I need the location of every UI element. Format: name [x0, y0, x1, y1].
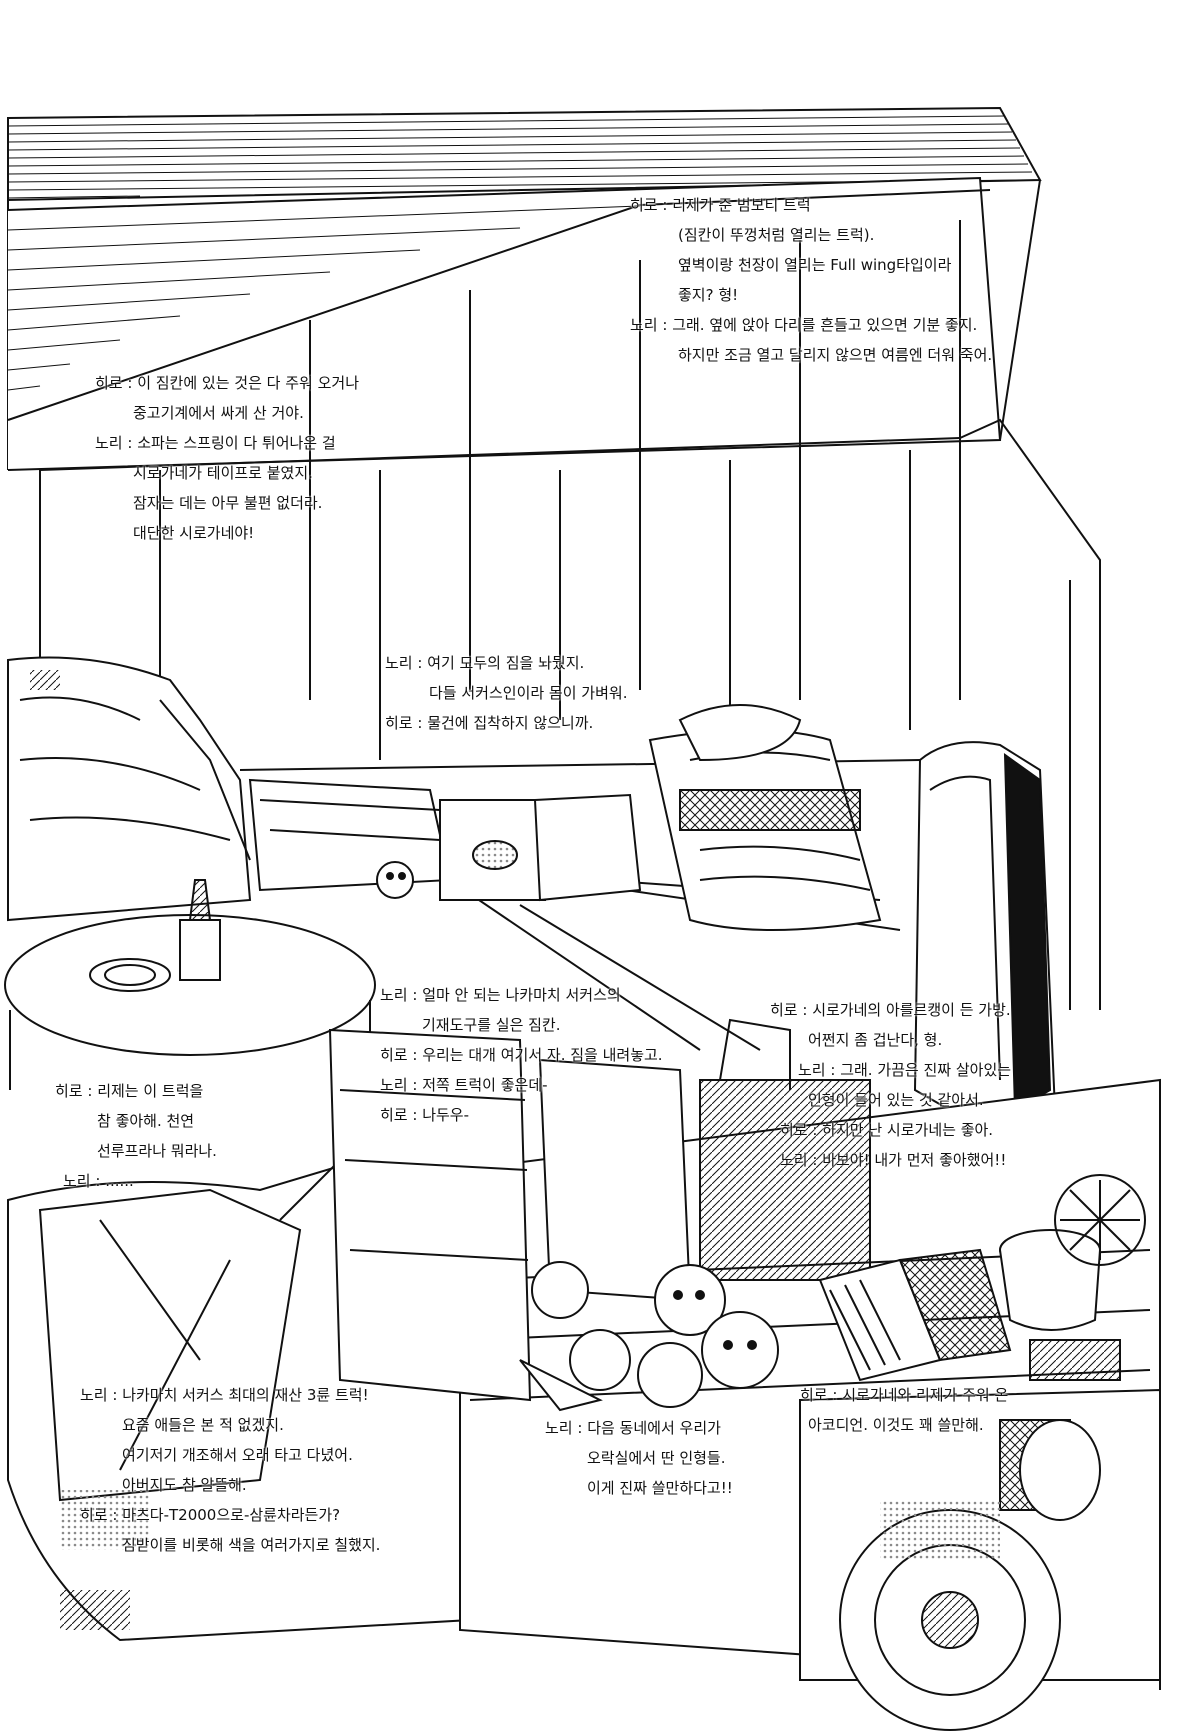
- caption-line: 잠자는 데는 아무 불편 없더라.: [133, 494, 323, 512]
- futon-stack: [648, 704, 882, 931]
- caption-line: 노리 : 그래. 가끔은 진짜 살아있는: [798, 1061, 1012, 1079]
- caption-line: 이게 진짜 쓸만하다고!!: [587, 1479, 733, 1497]
- caption-line: 노리 : 나카마치 서커스 최대의 재산 3륜 트럭!: [80, 1386, 369, 1404]
- caption-line: 히로 : 물건에 집착하지 않으니까.: [385, 714, 594, 732]
- caption-liese-truck: 히로 : 리제는 이 트럭을 참 좋아해. 천연 선루프라나 뭐라나. 노리 :…: [55, 1076, 217, 1196]
- caption-roof-truck: 히로 : 리제가 준 범보티 트럭 (짐칸이 뚜껑처럼 열리는 트럭). 옆벽이…: [630, 190, 992, 370]
- caption-line: 히로 : 나두우-: [380, 1106, 470, 1124]
- caption-junk: 히로 : 이 짐칸에 있는 것은 다 주워 오거나 중고기계에서 싸게 산 거야…: [95, 368, 359, 548]
- cargo-boxes: [248, 778, 642, 902]
- caption-line: 참 좋아해. 천연: [97, 1112, 195, 1130]
- caption-line: 옆벽이랑 천장이 열리는 Full wing타입이라: [678, 256, 952, 274]
- caption-line: 시로가네가 테이프로 붙였지.: [133, 464, 313, 482]
- caption-line: 노리 : ......: [63, 1172, 134, 1190]
- caption-line: 인형이 들어 있는 것 같아서.: [808, 1091, 984, 1109]
- caption-accordion: 히로 : 시로가네와 리제가 주워 온 아코디언. 이것도 꽤 쓸만해.: [800, 1380, 1008, 1440]
- caption-line: 좋지? 형!: [678, 286, 739, 304]
- caption-line: 노리 : 다음 동네에서 우리가: [545, 1419, 721, 1437]
- caption-line: 히로 : 리제는 이 트럭을: [55, 1082, 204, 1100]
- caption-line: 노리 : 그래. 옆에 앉아 다리를 흔들고 있으면 기분 좋지.: [630, 316, 978, 334]
- caption-line: 히로 : 시로가네와 리제가 주워 온: [800, 1386, 1009, 1404]
- caption-line: 아버지도 참 알뜰해.: [122, 1476, 247, 1494]
- caption-circus-gear: 노리 : 얼마 안 되는 나카마치 서커스의 기재도구를 실은 짐칸. 히로 :…: [380, 980, 663, 1130]
- wooden-crates: [328, 1018, 871, 1402]
- caption-line: 중고기계에서 싸게 산 거야.: [133, 404, 304, 422]
- caption-line: 히로 : 이 짐칸에 있는 것은 다 주워 오거나: [95, 374, 359, 392]
- harlequin-suitcase: [913, 741, 1057, 1121]
- caption-line: (짐칸이 뚜껑처럼 열리는 트럭).: [678, 226, 875, 244]
- caption-line: 노리 : 얼마 안 되는 나카마치 서커스의: [380, 986, 621, 1004]
- caption-line: 노리 : 저쪽 트럭이 좋은데-: [380, 1076, 548, 1094]
- caption-line: 아코디언. 이것도 꽤 쓸만해.: [808, 1416, 984, 1434]
- caption-line: 요즘 애들은 본 적 없겠지.: [122, 1416, 284, 1434]
- stuffed-dolls: [519, 1261, 779, 1412]
- caption-line: 어쩐지 좀 겁난다, 형.: [808, 1031, 943, 1049]
- accordion-and-pots: [818, 1174, 1146, 1521]
- caption-line: 노리 : 소파는 스프링이 다 튀어나온 걸: [95, 434, 336, 452]
- caption-line: 히로 : 우리는 대개 여기서 자. 짐을 내려놓고.: [380, 1046, 663, 1064]
- caption-three-wheeler: 노리 : 나카마치 서커스 최대의 재산 3륜 트럭! 요즘 애들은 본 적 없…: [80, 1380, 380, 1560]
- caption-line: 짐받이를 비롯해 색을 여러가지로 칠했지.: [122, 1536, 381, 1554]
- sofa: [7, 656, 252, 922]
- caption-line: 다들 서커스인이라 몸이 가벼워.: [429, 684, 628, 702]
- caption-line: 히로 : 마츠다-T2000으로-삼륜차라든가?: [80, 1506, 341, 1524]
- caption-line: 노리 : 바보야! 내가 먼저 좋아했어!!: [780, 1151, 1007, 1169]
- cable-reel-table: [4, 879, 376, 1090]
- caption-luggage: 노리 : 여기 모두의 짐을 놔뒀지. 다들 서커스인이라 몸이 가벼워. 히로…: [385, 648, 627, 738]
- caption-line: 히로 : 하지만 난 시로가네는 좋아.: [780, 1121, 994, 1139]
- caption-line: 기재도구를 실은 짐칸.: [422, 1016, 561, 1034]
- wing-roof: [7, 106, 1101, 1010]
- caption-line: 오락실에서 딴 인형들.: [587, 1449, 726, 1467]
- caption-line: 선루프라나 뭐라나.: [97, 1142, 217, 1160]
- caption-line: 여기저기 개조해서 오래 타고 다녔어.: [122, 1446, 353, 1464]
- caption-dolls: 노리 : 다음 동네에서 우리가 오락실에서 딴 인형들. 이게 진짜 쓸만하다…: [545, 1413, 733, 1503]
- caption-line: 대단한 시로가네야!: [133, 524, 255, 542]
- caption-line: 히로 : 리제가 준 범보티 트럭: [630, 196, 811, 214]
- caption-suitcase: 히로 : 시로가네의 아를르캥이 든 가방. 어쩐지 좀 겁난다, 형. 노리 …: [770, 995, 1011, 1175]
- caption-line: 하지만 조금 열고 달리지 않으면 여름엔 더워 죽어.: [678, 346, 993, 364]
- caption-line: 노리 : 여기 모두의 짐을 놔뒀지.: [385, 654, 585, 672]
- caption-line: 히로 : 시로가네의 아를르캥이 든 가방.: [770, 1001, 1011, 1019]
